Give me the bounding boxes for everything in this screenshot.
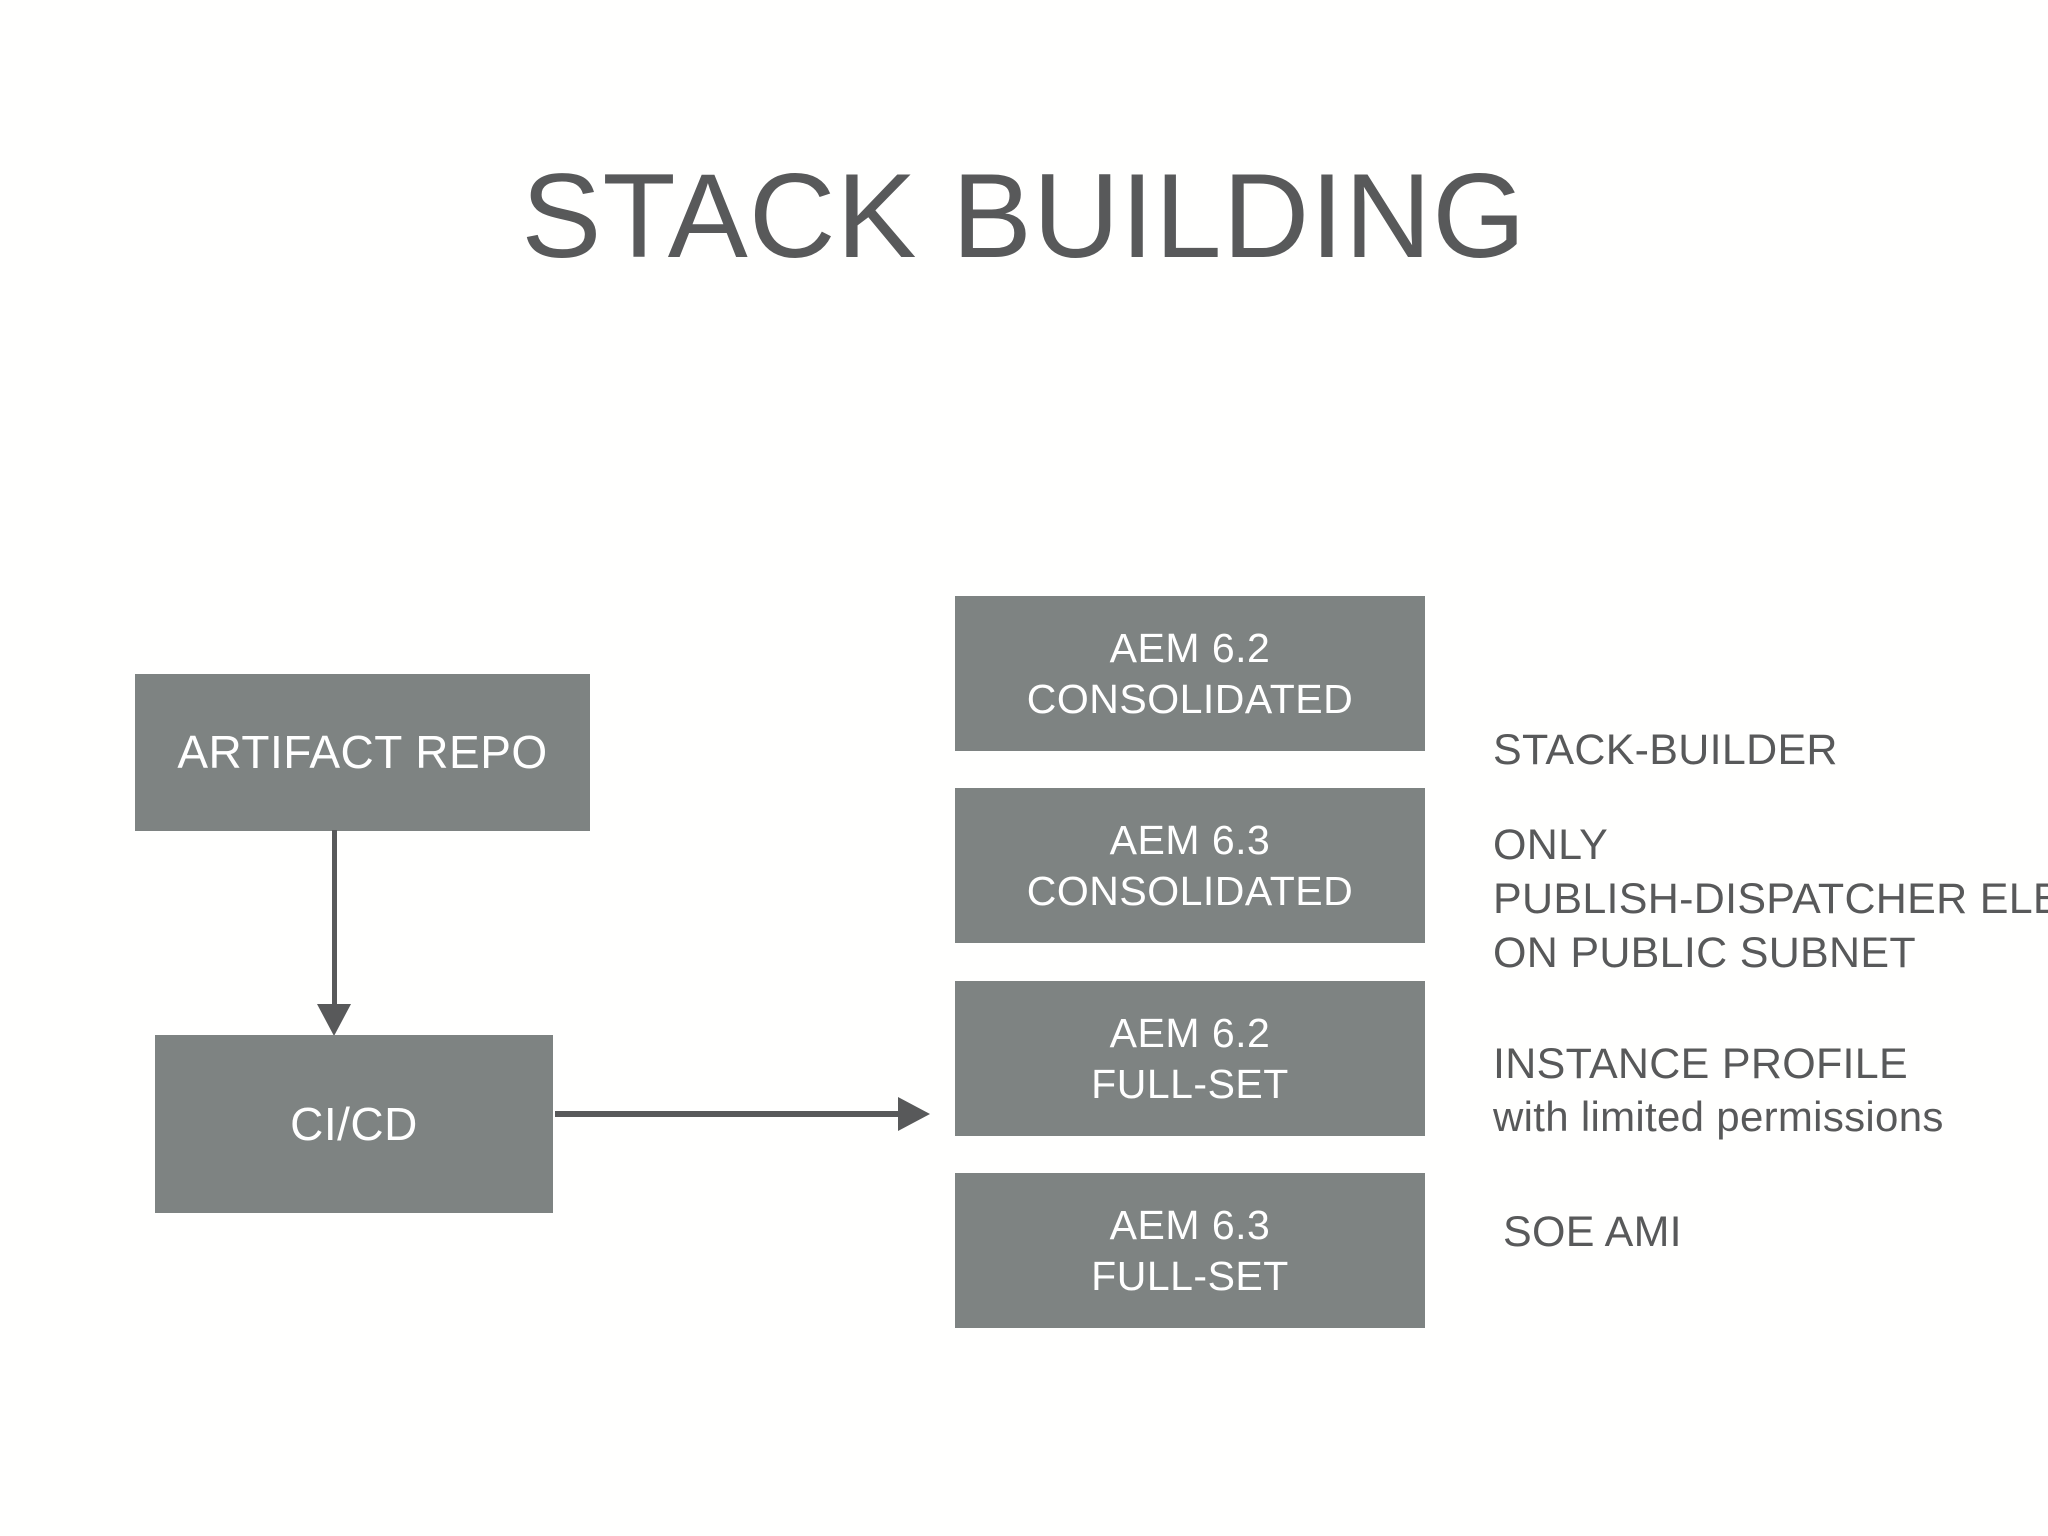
arrowhead-right-icon — [898, 1097, 930, 1131]
note-instance-profile-line1: INSTANCE PROFILE — [1493, 1040, 1908, 1088]
node-stack-line1: AEM 6.3 — [1109, 817, 1271, 864]
connector-cicd-to-stacks — [555, 1111, 905, 1117]
node-stack-line2: FULL-SET — [1091, 1252, 1289, 1299]
note-soe-ami-line1: SOE AMI — [1503, 1208, 1682, 1256]
note-soe-ami: SOE AMI — [1503, 1205, 1682, 1259]
note-public-subnet-line1: ONLY — [1493, 821, 1609, 869]
connector-repo-to-cicd — [332, 830, 337, 1010]
node-stack-aem-63-consolidated[interactable]: AEM 6.3 CONSOLIDATED — [955, 788, 1425, 943]
node-stack-aem-63-full-set[interactable]: AEM 6.3 FULL-SET — [955, 1173, 1425, 1328]
node-artifact-repo-label: ARTIFACT REPO — [177, 726, 548, 779]
node-stack-line1: AEM 6.3 — [1109, 1202, 1271, 1249]
node-stack-line2: CONSOLIDATED — [1026, 675, 1354, 722]
note-public-subnet-line3: ON PUBLIC SUBNET — [1493, 929, 1916, 978]
page-title: STACK BUILDING — [521, 149, 1527, 283]
node-artifact-repo[interactable]: ARTIFACT REPO — [135, 674, 590, 831]
node-cicd[interactable]: CI/CD — [155, 1035, 553, 1213]
note-stack-builder: STACK-BUILDER — [1493, 723, 1838, 777]
note-instance-profile-line2: with limited permissions — [1493, 1093, 1944, 1141]
note-public-subnet-line2: PUBLISH-DISPATCHER ELB — [1493, 875, 2048, 924]
note-public-subnet: ONLY PUBLISH-DISPATCHER ELB ON PUBLIC SU… — [1493, 818, 2048, 981]
node-stack-line1: AEM 6.2 — [1109, 1010, 1271, 1057]
node-stack-line2: FULL-SET — [1091, 1060, 1289, 1107]
node-stack-aem-62-full-set[interactable]: AEM 6.2 FULL-SET — [955, 981, 1425, 1136]
node-stack-line2: CONSOLIDATED — [1026, 867, 1354, 914]
note-instance-profile: INSTANCE PROFILE with limited permission… — [1493, 1037, 1944, 1144]
note-stack-builder-line1: STACK-BUILDER — [1493, 726, 1838, 774]
node-cicd-label: CI/CD — [290, 1097, 418, 1150]
node-stack-line1: AEM 6.2 — [1109, 625, 1271, 672]
arrowhead-down-icon — [317, 1004, 351, 1036]
node-stack-aem-62-consolidated[interactable]: AEM 6.2 CONSOLIDATED — [955, 596, 1425, 751]
